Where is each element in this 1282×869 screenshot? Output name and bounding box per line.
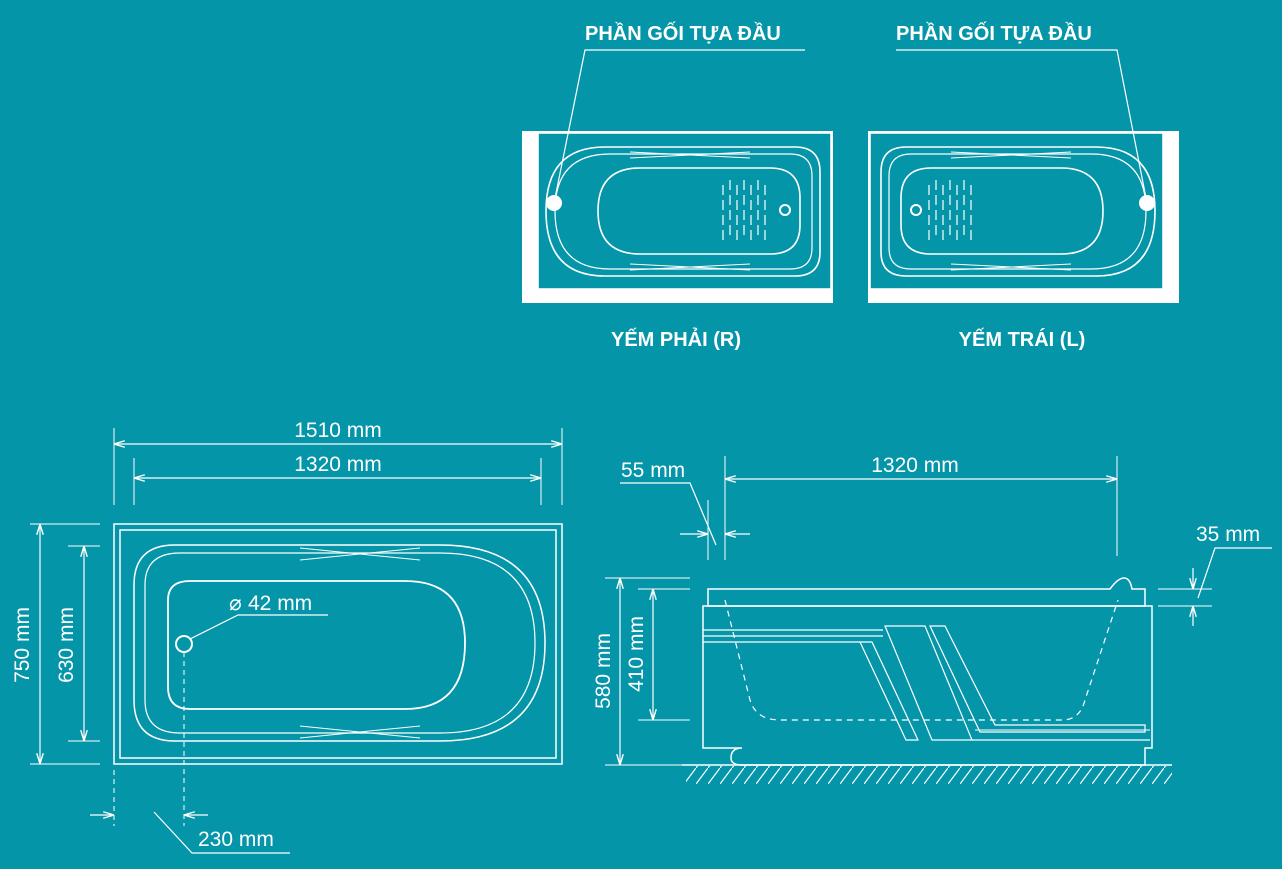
- headrest-callout-right: PHẦN GỐI TỰA ĐẦU: [585, 21, 781, 45]
- rim-offset-leader: [620, 482, 717, 546]
- drain-leader: [189, 614, 328, 640]
- plan-tub-rim: [133, 544, 546, 742]
- overall-width-label: 750 mm: [11, 607, 34, 683]
- rim-thickness-label: 35 mm: [1196, 523, 1260, 546]
- drain-diameter-label: 42 mm: [248, 592, 312, 615]
- side-rim: [707, 577, 1146, 607]
- plan-view: [30, 428, 563, 854]
- tub-rim-left: [880, 146, 1156, 277]
- drain-offset-leader: [153, 811, 290, 854]
- inner-length-label: 1320 mm: [294, 453, 382, 476]
- drain-hole: [175, 635, 193, 653]
- floor-hatch: [686, 766, 1172, 784]
- plan-tub-basin: [167, 580, 466, 710]
- overall-length-label: 1510 mm: [294, 419, 382, 442]
- rim-offset-label: 55 mm: [621, 459, 685, 482]
- side-view: [605, 456, 1272, 784]
- callout-leader-right: [553, 49, 805, 204]
- rim-thickness-leader: [1197, 547, 1272, 599]
- diameter-symbol: ⌀: [229, 592, 242, 615]
- headrest-callout-left: PHẦN GỐI TỰA ĐẦU: [896, 21, 1092, 45]
- total-height-label: 580 mm: [592, 633, 615, 709]
- tub-rim-right: [545, 146, 821, 277]
- tub-outline-left: [869, 132, 1164, 290]
- side-inner-length-label: 1320 mm: [871, 454, 959, 477]
- top-view-left: [868, 49, 1179, 303]
- side-apron: [702, 605, 1153, 766]
- tub-outline-right: [537, 132, 832, 290]
- caption-left-apron: YẾM TRÁI (L): [959, 328, 1086, 351]
- plan-outer-frame: [113, 523, 563, 765]
- basin-hidden-line: [724, 599, 1119, 721]
- caption-right-apron: YẾM PHẢI (R): [611, 328, 741, 351]
- callout-leader-left: [896, 49, 1148, 204]
- drain-offset-label: 230 mm: [198, 828, 274, 851]
- inner-width-label: 630 mm: [55, 607, 78, 683]
- inner-depth-label: 410 mm: [625, 616, 648, 692]
- top-view-right: [522, 49, 833, 303]
